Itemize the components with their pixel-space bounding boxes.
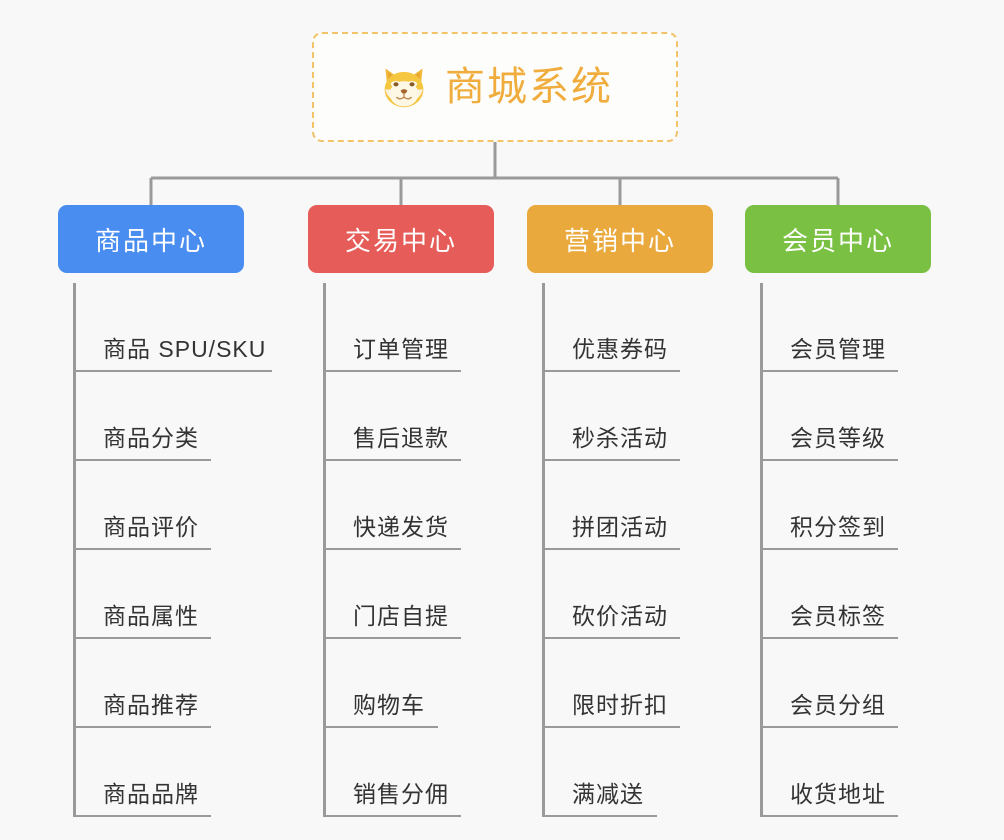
leaf-item[interactable]: 快递发货: [323, 461, 461, 550]
leaf-item[interactable]: 商品评价: [73, 461, 211, 550]
leaf-item-label: 商品属性: [103, 603, 199, 629]
leaf-item-label: 满减送: [572, 781, 644, 807]
leaf-item-label: 收货地址: [790, 781, 886, 807]
leaf-item[interactable]: 购物车: [323, 639, 438, 728]
leaf-item-label: 砍价活动: [572, 603, 668, 629]
leaf-item-label: 商品分类: [103, 425, 199, 451]
category-header-label: 商品中心: [94, 225, 207, 256]
leaf-item-label: 订单管理: [353, 336, 449, 362]
leaf-item-label: 会员等级: [790, 425, 886, 451]
leaf-item[interactable]: 收货地址: [760, 728, 898, 817]
leaf-item[interactable]: 商品 SPU/SKU: [73, 283, 272, 372]
leaf-item-underline: [542, 459, 680, 461]
leaf-item[interactable]: 商品推荐: [73, 639, 211, 728]
column-spine: [73, 283, 76, 817]
leaf-item[interactable]: 商品分类: [73, 372, 211, 461]
leaf-item-label: 快递发货: [353, 514, 449, 540]
leaf-item[interactable]: 商品属性: [73, 550, 211, 639]
leaf-item[interactable]: 售后退款: [323, 372, 461, 461]
leaf-item-underline: [323, 815, 461, 817]
leaf-item[interactable]: 会员管理: [760, 283, 898, 372]
leaf-item-label: 商品评价: [103, 514, 199, 540]
leaf-item[interactable]: 会员等级: [760, 372, 898, 461]
column-spine: [323, 283, 326, 817]
leaf-item-underline: [73, 637, 211, 639]
leaf-item[interactable]: 会员标签: [760, 550, 898, 639]
leaf-item-label: 会员分组: [790, 692, 886, 718]
leaf-item-label: 商品品牌: [103, 781, 199, 807]
leaf-item-label: 秒杀活动: [572, 425, 668, 451]
leaf-item[interactable]: 限时折扣: [542, 639, 680, 728]
leaf-item-label: 销售分佣: [353, 781, 449, 807]
column-spine: [760, 283, 763, 817]
leaf-item[interactable]: 优惠券码: [542, 283, 680, 372]
leaf-item[interactable]: 满减送: [542, 728, 657, 817]
leaf-item-underline: [323, 726, 438, 728]
leaf-item-label: 门店自提: [353, 603, 449, 629]
leaf-item-underline: [323, 637, 461, 639]
leaf-item-underline: [760, 726, 898, 728]
leaf-item-underline: [73, 370, 272, 372]
leaf-item-underline: [73, 459, 211, 461]
category-header-member-center[interactable]: 会员中心: [745, 205, 931, 273]
category-header-product-center[interactable]: 商品中心: [58, 205, 244, 273]
leaf-item[interactable]: 秒杀活动: [542, 372, 680, 461]
leaf-item-label: 购物车: [353, 692, 425, 718]
leaf-item[interactable]: 商品品牌: [73, 728, 211, 817]
leaf-item-underline: [760, 370, 898, 372]
leaf-item-underline: [542, 637, 680, 639]
category-header-label: 会员中心: [781, 225, 894, 256]
leaf-item[interactable]: 积分签到: [760, 461, 898, 550]
column-spine: [542, 283, 545, 817]
root-title: 商城系统: [445, 65, 613, 109]
leaf-item-underline: [542, 815, 657, 817]
leaf-item-label: 优惠券码: [572, 336, 668, 362]
leaf-item[interactable]: 拼团活动: [542, 461, 680, 550]
leaf-item-underline: [73, 548, 211, 550]
leaf-item[interactable]: 门店自提: [323, 550, 461, 639]
leaf-item[interactable]: 会员分组: [760, 639, 898, 728]
leaf-item-label: 积分签到: [790, 514, 886, 540]
category-header-label: 营销中心: [563, 225, 676, 256]
leaf-item-underline: [323, 548, 461, 550]
leaf-item[interactable]: 订单管理: [323, 283, 461, 372]
leaf-item-underline: [760, 637, 898, 639]
leaf-item-underline: [542, 370, 680, 372]
leaf-item[interactable]: 销售分佣: [323, 728, 461, 817]
category-header-trade-center[interactable]: 交易中心: [308, 205, 494, 273]
leaf-item-label: 售后退款: [353, 425, 449, 451]
leaf-item-label: 限时折扣: [572, 692, 668, 718]
leaf-item-underline: [542, 548, 680, 550]
category-header-marketing-center[interactable]: 营销中心: [527, 205, 713, 273]
leaf-item-label: 商品推荐: [103, 692, 199, 718]
leaf-item[interactable]: 砍价活动: [542, 550, 680, 639]
root-node-mall-system[interactable]: 商城系统: [312, 32, 678, 142]
shiba-dog-icon: [384, 68, 424, 108]
leaf-item-underline: [323, 370, 461, 372]
category-header-label: 交易中心: [344, 225, 457, 256]
leaf-item-underline: [73, 726, 211, 728]
leaf-item-label: 商品 SPU/SKU: [103, 336, 267, 362]
leaf-item-underline: [323, 459, 461, 461]
leaf-item-label: 会员标签: [790, 603, 886, 629]
leaf-item-underline: [542, 726, 680, 728]
leaf-item-label: 会员管理: [790, 336, 886, 362]
leaf-item-underline: [760, 459, 898, 461]
leaf-item-label: 拼团活动: [572, 514, 668, 540]
leaf-item-underline: [760, 815, 898, 817]
leaf-item-underline: [73, 815, 211, 817]
leaf-item-underline: [760, 548, 898, 550]
